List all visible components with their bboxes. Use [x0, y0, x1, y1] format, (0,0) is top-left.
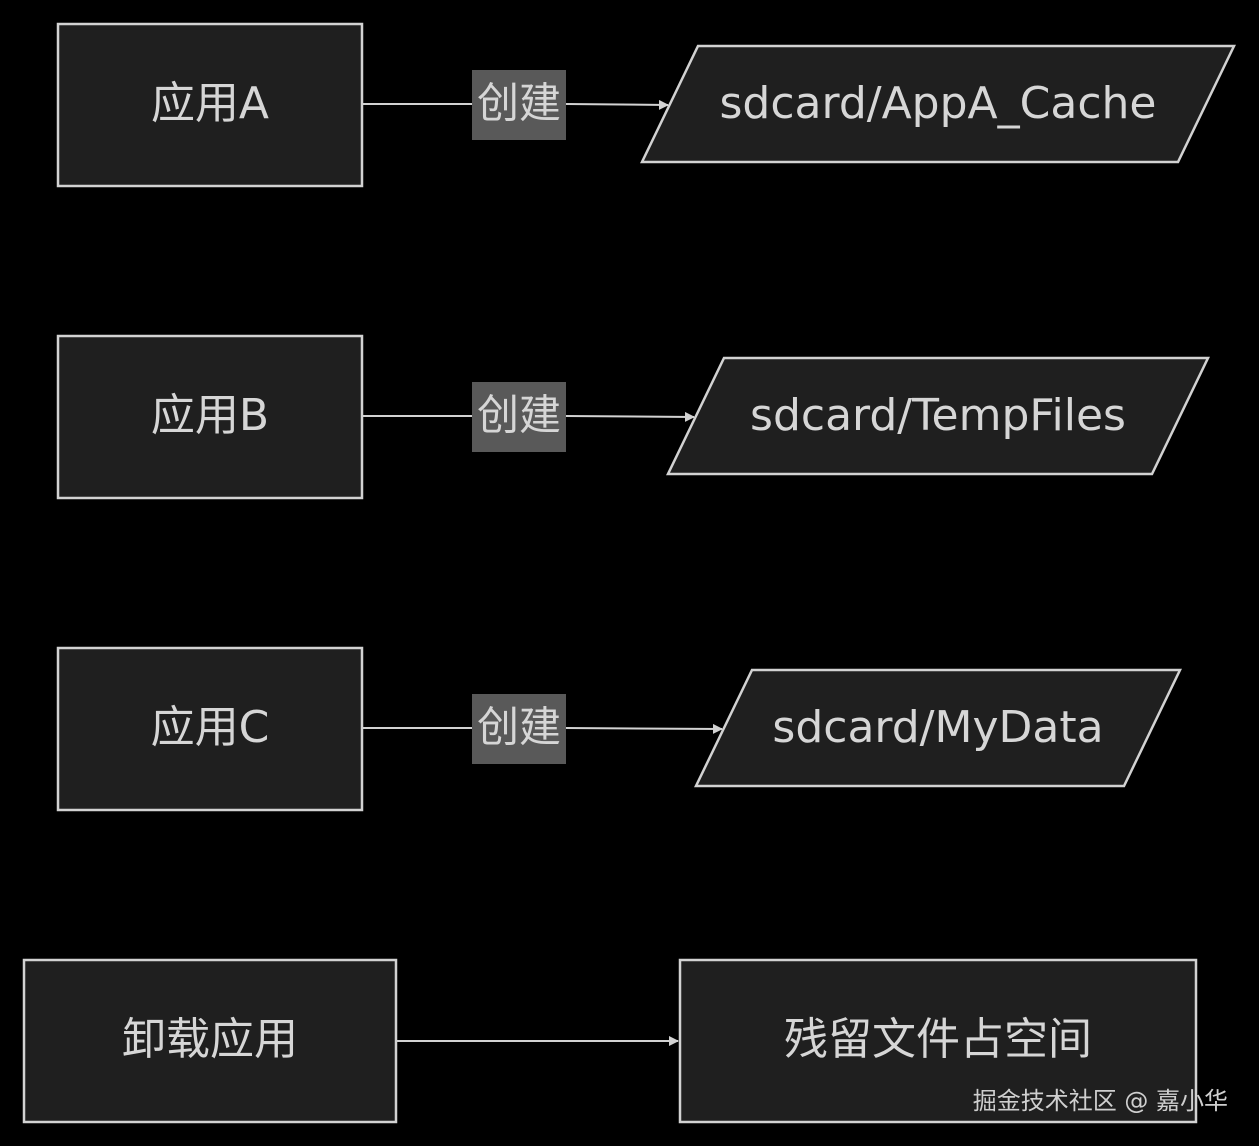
- node-dir-c-label: sdcard/MyData: [772, 702, 1103, 753]
- edge-app-b-to-dir-b: [362, 411, 695, 422]
- edge-app-a-to-dir-a: [362, 99, 669, 110]
- edge-label-create-b-text: 创建: [477, 391, 561, 440]
- node-app-b-label: 应用B: [151, 390, 269, 441]
- node-dir-b: sdcard/TempFiles: [666, 356, 1210, 476]
- node-residual-label: 残留文件占空间: [784, 1014, 1092, 1065]
- edge-label-create-c: 创建: [472, 694, 566, 764]
- edge-label-create-a-text: 创建: [477, 79, 561, 128]
- edge-label-create-c-text: 创建: [477, 703, 561, 752]
- node-dir-b-label: sdcard/TempFiles: [750, 390, 1126, 441]
- node-uninstall-label: 卸载应用: [122, 1014, 298, 1065]
- watermark-text: 掘金技术社区 @ 嘉小华: [973, 1087, 1228, 1115]
- edge-app-c-to-dir-c: [362, 723, 723, 734]
- edge-label-create-a: 创建: [472, 70, 566, 140]
- node-app-a: 应用A: [56, 22, 364, 188]
- node-app-c-label: 应用C: [151, 702, 270, 753]
- node-dir-c: sdcard/MyData: [694, 668, 1182, 788]
- node-dir-a-label: sdcard/AppA_Cache: [720, 78, 1157, 129]
- node-app-c: 应用C: [56, 646, 364, 812]
- node-residual: 残留文件占空间: [678, 958, 1198, 1124]
- node-dir-a: sdcard/AppA_Cache: [640, 44, 1236, 164]
- node-app-b: 应用B: [56, 334, 364, 500]
- edge-label-create-b: 创建: [472, 382, 566, 452]
- node-app-a-label: 应用A: [151, 78, 269, 129]
- node-uninstall: 卸载应用: [22, 958, 398, 1124]
